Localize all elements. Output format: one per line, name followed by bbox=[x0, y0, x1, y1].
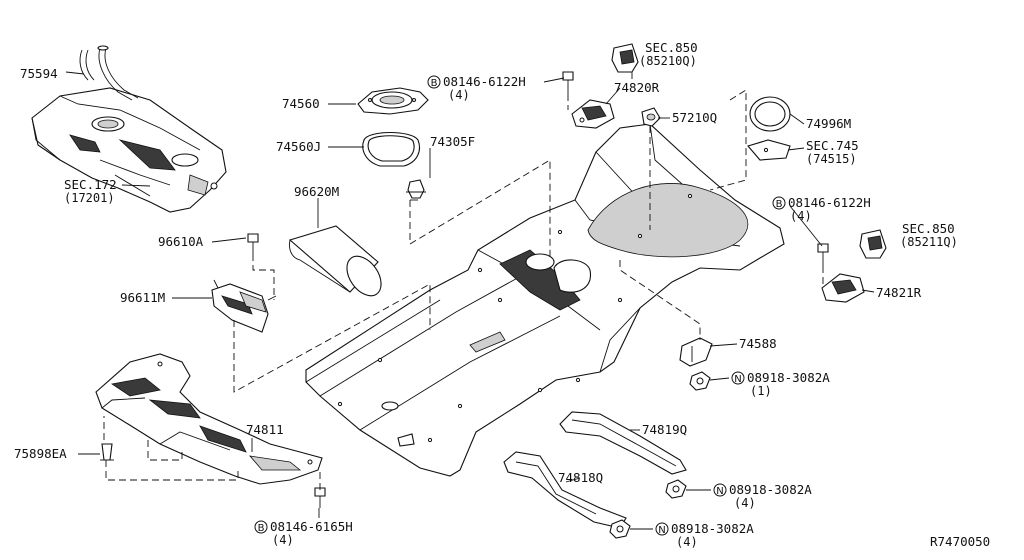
label-96620m: 96620M bbox=[294, 184, 339, 199]
bolt-08146-6165h bbox=[314, 487, 326, 508]
label-bolt-2-qty: (4) bbox=[790, 209, 812, 223]
label-bolt-1-qty: (4) bbox=[448, 88, 470, 102]
label-75594: 75594 bbox=[20, 66, 58, 81]
bracket-74588 bbox=[679, 337, 713, 367]
bracket-74820r bbox=[571, 99, 615, 129]
diagram-id: R7470050 bbox=[930, 534, 990, 549]
access-cover bbox=[357, 87, 429, 115]
insulator-96620m bbox=[288, 225, 382, 297]
label-sec172: SEC.172 bbox=[64, 177, 117, 192]
label-nut-3-qty: (4) bbox=[676, 535, 698, 549]
bolt-symbol-1 bbox=[427, 75, 441, 89]
bolt-08146-6122h-a bbox=[562, 71, 574, 94]
label-74819q: 74819Q bbox=[642, 422, 687, 437]
bolt-08146-6122h-b bbox=[817, 243, 829, 266]
label-96611m: 96611M bbox=[120, 290, 165, 305]
part-labels: 75594 SEC.172 (17201) 74560 74560J 74305… bbox=[14, 40, 990, 549]
label-74811: 74811 bbox=[246, 422, 284, 437]
assembly-lines bbox=[103, 72, 824, 490]
bolt-96610a bbox=[247, 233, 259, 254]
connector-85210q bbox=[611, 43, 639, 73]
label-bolt-08146-6122h-a: 08146-6122H bbox=[443, 74, 526, 89]
label-74996m: 74996M bbox=[806, 116, 851, 131]
label-nut-08918-3082a-3: 08918-3082A bbox=[671, 521, 754, 536]
clip-75898ea bbox=[100, 443, 114, 461]
label-nut-08918-3082a-2: 08918-3082A bbox=[729, 482, 812, 497]
bolt-symbol-3-letter: B bbox=[258, 523, 265, 534]
label-74821r: 74821R bbox=[876, 285, 922, 300]
label-sec172-ref: (17201) bbox=[64, 191, 115, 205]
connector-85211q bbox=[859, 229, 887, 259]
label-bolt-08146-6122h-b: 08146-6122H bbox=[788, 195, 871, 210]
label-sec745-ref: (74515) bbox=[806, 152, 857, 166]
label-nut-1-qty: (1) bbox=[750, 384, 772, 398]
reinforcement-74819q bbox=[559, 411, 687, 475]
bracket-74821r bbox=[821, 273, 865, 303]
label-sec850-b-ref: (85211Q) bbox=[900, 235, 958, 249]
nut-symbol-1 bbox=[731, 371, 745, 385]
nut-74818q bbox=[609, 519, 631, 539]
reinforcement-74818q bbox=[503, 451, 627, 529]
label-sec850-a: SEC.850 bbox=[645, 40, 698, 55]
filler-tube bbox=[79, 45, 139, 101]
nut-symbol-2-letter: N bbox=[716, 486, 723, 497]
nut-symbol-3-letter: N bbox=[658, 525, 665, 536]
label-74305f: 74305F bbox=[430, 134, 475, 149]
nut-74588 bbox=[689, 371, 711, 391]
label-bolt-08146-6165h: 08146-6165H bbox=[270, 519, 353, 534]
label-96610a: 96610A bbox=[158, 234, 204, 249]
label-74560j: 74560J bbox=[276, 139, 321, 154]
nut-symbol-3 bbox=[655, 522, 669, 536]
bolt-symbol-1-letter: B bbox=[431, 78, 438, 89]
clip-57210q bbox=[641, 107, 661, 127]
label-sec850-a-ref: (85210Q) bbox=[639, 54, 697, 68]
fuel-tank bbox=[31, 87, 227, 213]
nut-symbol-1-letter: N bbox=[734, 374, 741, 385]
label-sec850-b: SEC.850 bbox=[902, 221, 955, 236]
nut-symbol-2 bbox=[713, 483, 727, 497]
front-floor-reinforcement bbox=[95, 353, 323, 485]
grommet-74305f bbox=[406, 179, 426, 201]
label-75898ea: 75898EA bbox=[14, 446, 67, 461]
label-nut-2-qty: (4) bbox=[734, 496, 756, 510]
access-cover-gasket bbox=[362, 132, 421, 167]
label-bolt-3-qty: (4) bbox=[272, 533, 294, 547]
label-74820r: 74820R bbox=[614, 80, 660, 95]
bolt-symbol-2 bbox=[772, 196, 786, 210]
label-nut-08918-3082a-1: 08918-3082A bbox=[747, 370, 830, 385]
label-74818q: 74818Q bbox=[558, 470, 603, 485]
plate-74515 bbox=[747, 139, 791, 161]
bolt-symbol-3 bbox=[254, 520, 268, 534]
nut-74819q bbox=[665, 479, 687, 499]
gasket-74996m bbox=[749, 96, 791, 132]
leader-lines bbox=[65, 71, 875, 530]
floor-panel bbox=[305, 123, 785, 477]
label-74588: 74588 bbox=[739, 336, 777, 351]
label-57210q: 57210Q bbox=[672, 110, 717, 125]
bracket-96611m bbox=[211, 279, 277, 333]
label-74560: 74560 bbox=[282, 96, 320, 111]
label-sec745: SEC.745 bbox=[806, 138, 859, 153]
bolt-symbol-2-letter: B bbox=[776, 199, 783, 210]
